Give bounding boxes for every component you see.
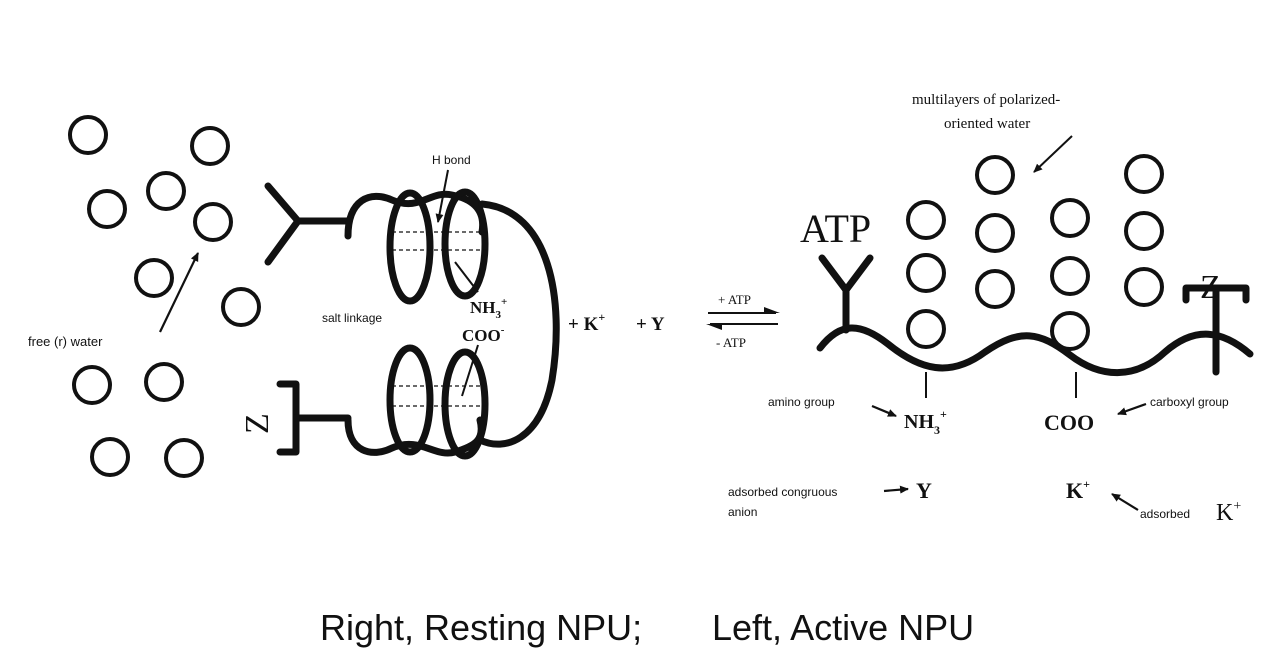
amino-group-label: amino group (768, 395, 835, 409)
caption-right: Right, Resting NPU; (320, 607, 642, 648)
upper-helix (344, 190, 487, 240)
adsorbed-anion-pointer (883, 485, 909, 494)
lower-helix (344, 416, 485, 457)
water-molecule (1124, 267, 1164, 307)
nh3-pointer (454, 261, 479, 293)
outer-loop (476, 200, 560, 448)
polarized-water-layers (906, 154, 1164, 351)
water-molecule (906, 309, 946, 349)
free-water-molecules (68, 115, 261, 478)
coo-left-label: COO- (462, 324, 505, 345)
water-molecule (90, 437, 130, 477)
h-bond-label: H bond (432, 153, 471, 167)
coo-pointer (461, 344, 479, 397)
water-molecule (87, 189, 127, 229)
water-molecule (146, 171, 186, 211)
adsorbed-k-symbol: K+ (1216, 499, 1241, 526)
multilayers-pointer (1033, 135, 1073, 173)
plus-atp-label: + ATP (718, 292, 751, 307)
z-right-label: Z (1200, 269, 1221, 306)
water-molecule (975, 213, 1015, 253)
water-molecule (975, 155, 1015, 195)
water-molecule (1050, 311, 1090, 351)
nh3-left-label: NH3+ (470, 296, 507, 321)
water-molecule (144, 362, 184, 402)
atp-label: ATP (800, 206, 871, 251)
upper-coil-loop (441, 188, 489, 300)
multilayers-label-line1: multilayers of polarized- (912, 92, 1060, 108)
water-molecule (1124, 211, 1164, 251)
water-molecule (1124, 154, 1164, 194)
water-molecule (1050, 198, 1090, 238)
amino-group-pointer (871, 404, 897, 418)
extended-protein-backbone (816, 324, 1254, 377)
water-molecule (906, 253, 946, 293)
forward-arrow-head (764, 307, 780, 313)
adsorbed-k-pointer (1111, 493, 1139, 511)
salt-linkage-label: salt linkage (322, 311, 382, 325)
lower-coil-loop (441, 348, 489, 460)
fork-site (264, 182, 302, 266)
atp-fork (818, 254, 874, 294)
adsorbed-k-label: adsorbed (1140, 507, 1190, 521)
free-water-label: free (r) water (28, 334, 103, 349)
water-molecule (134, 258, 174, 298)
minus-atp-label: - ATP (716, 335, 746, 350)
water-molecule (68, 115, 108, 155)
carboxyl-group-label: carboxyl group (1150, 395, 1229, 409)
adsorbed-anion-label-line2: anion (728, 505, 757, 519)
water-molecule (72, 365, 112, 405)
reverse-arrow-head (706, 324, 722, 330)
water-molecule (193, 202, 233, 242)
multilayers-label-line2: oriented water (944, 116, 1030, 132)
adsorbed-anion-label-line1: adsorbed congruous (728, 485, 837, 499)
water-molecule (190, 126, 230, 166)
lower-coil-loop (386, 344, 434, 456)
z-left-label: Z (239, 413, 276, 434)
water-molecule (906, 200, 946, 240)
resting-protein (264, 182, 560, 460)
coo-right-label: COO (1044, 410, 1094, 435)
upper-coil-loop (386, 189, 434, 305)
nh3-right-label: NH3+ (904, 407, 947, 437)
water-molecule (1050, 256, 1090, 296)
free-water-pointer (159, 252, 199, 333)
plus-y-label: + Y (636, 314, 665, 335)
caption-left: Left, Active NPU (712, 607, 974, 648)
water-molecule (975, 269, 1015, 309)
h-bond-pointer (435, 169, 449, 223)
y-right-label: Y (916, 478, 932, 503)
water-molecule (221, 287, 261, 327)
carboxyl-group-pointer (1117, 402, 1147, 416)
water-molecule (164, 438, 204, 478)
plus-k-label: + K+ (568, 310, 605, 335)
k-right-label: K+ (1066, 477, 1090, 503)
